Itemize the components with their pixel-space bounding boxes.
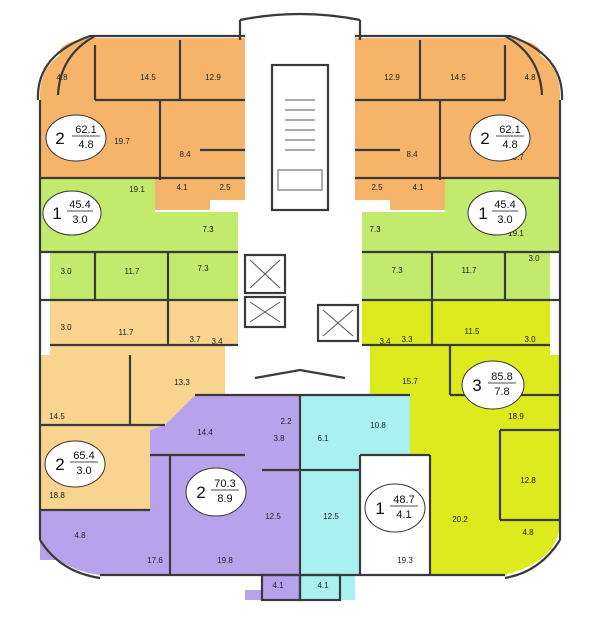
badge-kitchen: 4.8 bbox=[502, 139, 517, 151]
badge-kitchen: 8.9 bbox=[217, 493, 232, 505]
badge-bl: 2 65.4 3.0 bbox=[44, 440, 106, 488]
zone-loggia-right bbox=[300, 575, 340, 600]
label-br-wc: 3.4 bbox=[379, 337, 391, 346]
badge-bcr: 1 48.7 4.1 bbox=[364, 483, 426, 533]
label-bcr-wc: 6.1 bbox=[317, 434, 329, 443]
label-tl-bath: 4.1 bbox=[176, 183, 188, 192]
zone-loggia-left bbox=[262, 575, 300, 600]
badge-tr: 2 62.1 4.8 bbox=[469, 114, 531, 162]
badge-area: 62.1 bbox=[75, 124, 96, 136]
label-bc-hall: 14.4 bbox=[197, 428, 213, 437]
label-mr-loggia: 3.0 bbox=[528, 254, 540, 263]
badge-kitchen: 7.8 bbox=[494, 386, 509, 398]
badge-area: 48.7 bbox=[393, 494, 414, 506]
badge-rooms: 1 bbox=[52, 204, 61, 223]
badge-mr: 1 45.4 3.0 bbox=[467, 190, 527, 236]
label-tl-balcony: 4.8 bbox=[56, 73, 68, 82]
badge-rooms: 1 bbox=[478, 204, 487, 223]
label-tr-wc: 2.5 bbox=[371, 183, 383, 192]
label-bcr-hall: 10.8 bbox=[370, 421, 386, 430]
label-mr-room: 19.1 bbox=[508, 229, 524, 238]
label-tr-balcony: 4.8 bbox=[524, 73, 536, 82]
zone-top-left-apartment bbox=[39, 38, 246, 210]
label-bc-room1: 17.6 bbox=[147, 556, 163, 565]
badge-ml: 1 45.4 3.0 bbox=[42, 190, 102, 236]
label-bl-loggia: 3.0 bbox=[60, 323, 72, 332]
walls bbox=[36, 12, 564, 602]
badge-kitchen: 4.8 bbox=[78, 139, 93, 151]
label-br-room1: 18.9 bbox=[508, 412, 524, 421]
label-bc-wc: 3.8 bbox=[273, 434, 285, 443]
label-tl-room1: 14.5 bbox=[140, 73, 156, 82]
label-ml-kitchen: 11.7 bbox=[125, 267, 141, 276]
zone-bottom-center-right-apartment bbox=[300, 395, 410, 600]
badge-rooms: 2 bbox=[55, 455, 64, 474]
label-bcr-loggia: 4.1 bbox=[317, 581, 329, 590]
label-tr-room2: 12.9 bbox=[384, 73, 400, 82]
label-bl-hall: 13.3 bbox=[174, 378, 190, 387]
label-tr-room1: 14.5 bbox=[450, 73, 466, 82]
label-br-bath: 3.3 bbox=[401, 335, 413, 344]
label-bl-kitchen: 11.7 bbox=[119, 328, 135, 337]
badge-rooms: 1 bbox=[375, 499, 384, 518]
zone-top-right-apartment bbox=[355, 38, 561, 210]
label-bc-balcony: 4.8 bbox=[74, 531, 86, 540]
badge-tl: 2 62.1 4.8 bbox=[45, 114, 107, 162]
label-br-balcony: 4.8 bbox=[522, 528, 534, 537]
label-mr-bath: 7.3 bbox=[391, 266, 403, 275]
label-br-room2: 12.8 bbox=[520, 476, 536, 485]
badge-bc: 2 70.3 8.9 bbox=[185, 467, 247, 517]
label-bc-bath: 2.2 bbox=[280, 417, 292, 426]
label-ml-bath: 7.3 bbox=[197, 264, 209, 273]
label-bc-kitchen: 12.5 bbox=[265, 512, 281, 521]
label-tr-bath: 4.1 bbox=[412, 183, 424, 192]
label-bl-room2: 18.8 bbox=[49, 491, 65, 500]
label-bl-wc: 3.4 bbox=[211, 337, 223, 346]
label-br-kitchen: 11.5 bbox=[465, 327, 481, 336]
badge-rooms: 3 bbox=[472, 376, 481, 395]
badge-rooms: 2 bbox=[55, 129, 64, 148]
label-tl-hall: 8.4 bbox=[179, 150, 191, 159]
label-ml-room: 19.1 bbox=[129, 185, 145, 194]
badge-kitchen: 4.1 bbox=[396, 509, 411, 521]
label-ml-hall: 7.3 bbox=[202, 225, 214, 234]
label-bl-bath: 3.7 bbox=[189, 335, 201, 344]
label-br-loggia: 3.0 bbox=[524, 335, 536, 344]
label-tl-wc: 2.5 bbox=[219, 183, 231, 192]
badge-kitchen: 3.0 bbox=[497, 214, 512, 226]
badge-kitchen: 3.0 bbox=[76, 465, 91, 477]
badge-kitchen: 3.0 bbox=[72, 214, 87, 226]
label-bcr-room: 19.3 bbox=[397, 556, 413, 565]
label-tr-hall: 8.4 bbox=[406, 150, 418, 159]
badge-area: 70.3 bbox=[214, 478, 235, 490]
badge-area: 45.4 bbox=[494, 199, 515, 211]
label-br-room3: 20.2 bbox=[452, 515, 468, 524]
badge-rooms: 2 bbox=[196, 483, 205, 502]
label-br-hall: 15.7 bbox=[402, 377, 418, 386]
label-mr-kitchen: 11.7 bbox=[462, 266, 478, 275]
badge-area: 45.4 bbox=[69, 199, 90, 211]
label-bcr-kitchen: 12.5 bbox=[323, 512, 339, 521]
label-mr-hall: 7.3 bbox=[369, 225, 381, 234]
badge-area: 62.1 bbox=[499, 124, 520, 136]
label-bl-room1: 14.5 bbox=[49, 412, 65, 421]
apartment-badges: 2 62.1 4.8 2 62.1 4.8 1 45.4 3.0 1 45.4 … bbox=[42, 114, 531, 533]
badge-area: 85.8 bbox=[491, 371, 512, 383]
label-bc-room2: 19.8 bbox=[217, 556, 233, 565]
label-ml-loggia: 3.0 bbox=[60, 267, 72, 276]
badge-area: 65.4 bbox=[73, 450, 94, 462]
label-tl-room3: 19.7 bbox=[114, 137, 130, 146]
label-bc-loggia: 4.1 bbox=[272, 581, 284, 590]
badge-rooms: 2 bbox=[480, 129, 489, 148]
badge-br: 3 85.8 7.8 bbox=[461, 360, 525, 410]
label-tl-room2: 12.9 bbox=[205, 73, 221, 82]
